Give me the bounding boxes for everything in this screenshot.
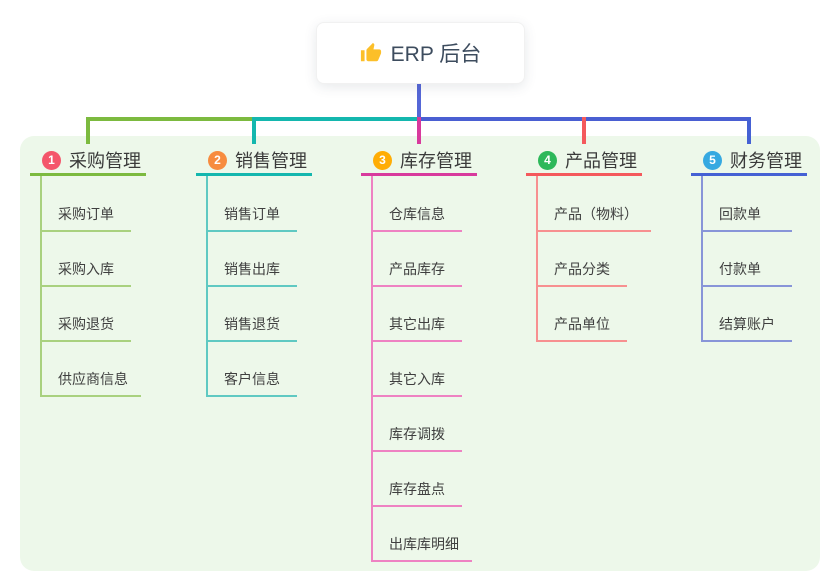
child-node[interactable]: 采购入库	[40, 260, 131, 287]
child-node[interactable]: 产品单位	[536, 315, 627, 342]
branch-node-4[interactable]: 4 产品管理	[526, 147, 642, 176]
branch-number-badge: 3	[373, 150, 392, 170]
child-node[interactable]: 出库库明细	[371, 535, 472, 562]
branch-trunk-line-4	[536, 176, 538, 342]
child-node[interactable]: 回款单	[701, 205, 792, 232]
branch-number-badge: 5	[703, 150, 722, 170]
child-node[interactable]: 供应商信息	[40, 370, 141, 397]
child-node[interactable]: 客户信息	[206, 370, 297, 397]
child-node[interactable]: 采购订单	[40, 205, 131, 232]
connector-root-line	[417, 82, 421, 121]
connector-drop-5	[747, 117, 751, 144]
branches-panel	[20, 136, 820, 571]
child-node[interactable]: 产品（物料）	[536, 205, 651, 232]
child-node[interactable]: 产品分类	[536, 260, 627, 287]
branch-label: 采购管理	[69, 151, 141, 171]
branch-node-5[interactable]: 5 财务管理	[691, 147, 807, 176]
child-node[interactable]: 付款单	[701, 260, 792, 287]
branch-number-badge: 4	[538, 150, 557, 170]
connector-bus-segment-1	[88, 117, 254, 121]
connector-drop-2	[252, 117, 256, 144]
branch-node-3[interactable]: 3 库存管理	[361, 147, 477, 176]
child-node[interactable]: 其它出库	[371, 315, 462, 342]
connector-bus-segment-2	[254, 117, 419, 121]
branch-number-badge: 2	[208, 150, 227, 170]
thumbs-up-icon	[360, 42, 382, 64]
connector-drop-3	[417, 117, 421, 144]
root-node[interactable]: ERP 后台	[316, 22, 525, 84]
child-node[interactable]: 销售退货	[206, 315, 297, 342]
root-label: ERP 后台	[390, 43, 482, 66]
child-node[interactable]: 产品库存	[371, 260, 462, 287]
branch-node-1[interactable]: 1 采购管理	[30, 147, 146, 176]
branch-trunk-line-5	[701, 176, 703, 342]
branch-number-badge: 1	[42, 150, 61, 170]
branch-node-2[interactable]: 2 销售管理	[196, 147, 312, 176]
branch-label: 库存管理	[400, 151, 472, 171]
branch-trunk-line-3	[371, 176, 373, 562]
child-node[interactable]: 其它入库	[371, 370, 462, 397]
connector-drop-4	[582, 117, 586, 144]
child-node[interactable]: 仓库信息	[371, 205, 462, 232]
child-node[interactable]: 结算账户	[701, 315, 792, 342]
child-node[interactable]: 库存盘点	[371, 480, 462, 507]
child-node[interactable]: 销售订单	[206, 205, 297, 232]
branch-label: 产品管理	[565, 151, 637, 171]
child-node[interactable]: 库存调拨	[371, 425, 462, 452]
branch-label: 财务管理	[730, 151, 802, 171]
child-node[interactable]: 采购退货	[40, 315, 131, 342]
branch-label: 销售管理	[235, 151, 307, 171]
child-node[interactable]: 销售出库	[206, 260, 297, 287]
connector-drop-1	[86, 117, 90, 144]
